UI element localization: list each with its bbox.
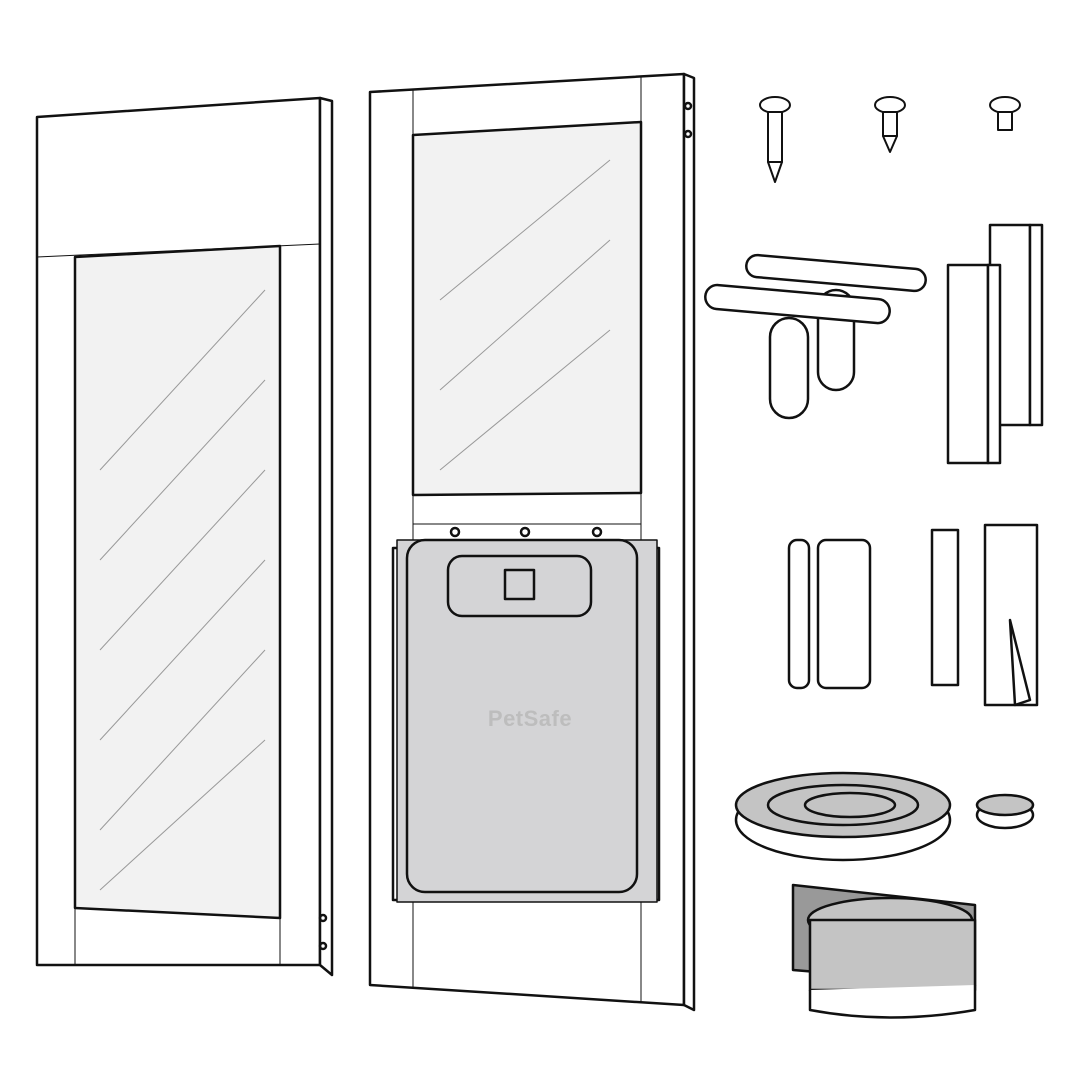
filler-panel (35, 96, 334, 977)
lock-strips (787, 538, 872, 690)
weatherstrip-roll-large (734, 771, 952, 862)
height-adjuster-blocks (946, 223, 1044, 465)
sash-lock (930, 523, 1039, 707)
pet-door-panel (368, 72, 696, 1012)
pile-weatherstrip-roll (791, 883, 977, 1019)
mounting-brackets (704, 253, 927, 420)
brand-label: PetSafe (487, 706, 573, 731)
weatherstrip-roll-small (975, 793, 1035, 830)
screws (759, 96, 1021, 183)
